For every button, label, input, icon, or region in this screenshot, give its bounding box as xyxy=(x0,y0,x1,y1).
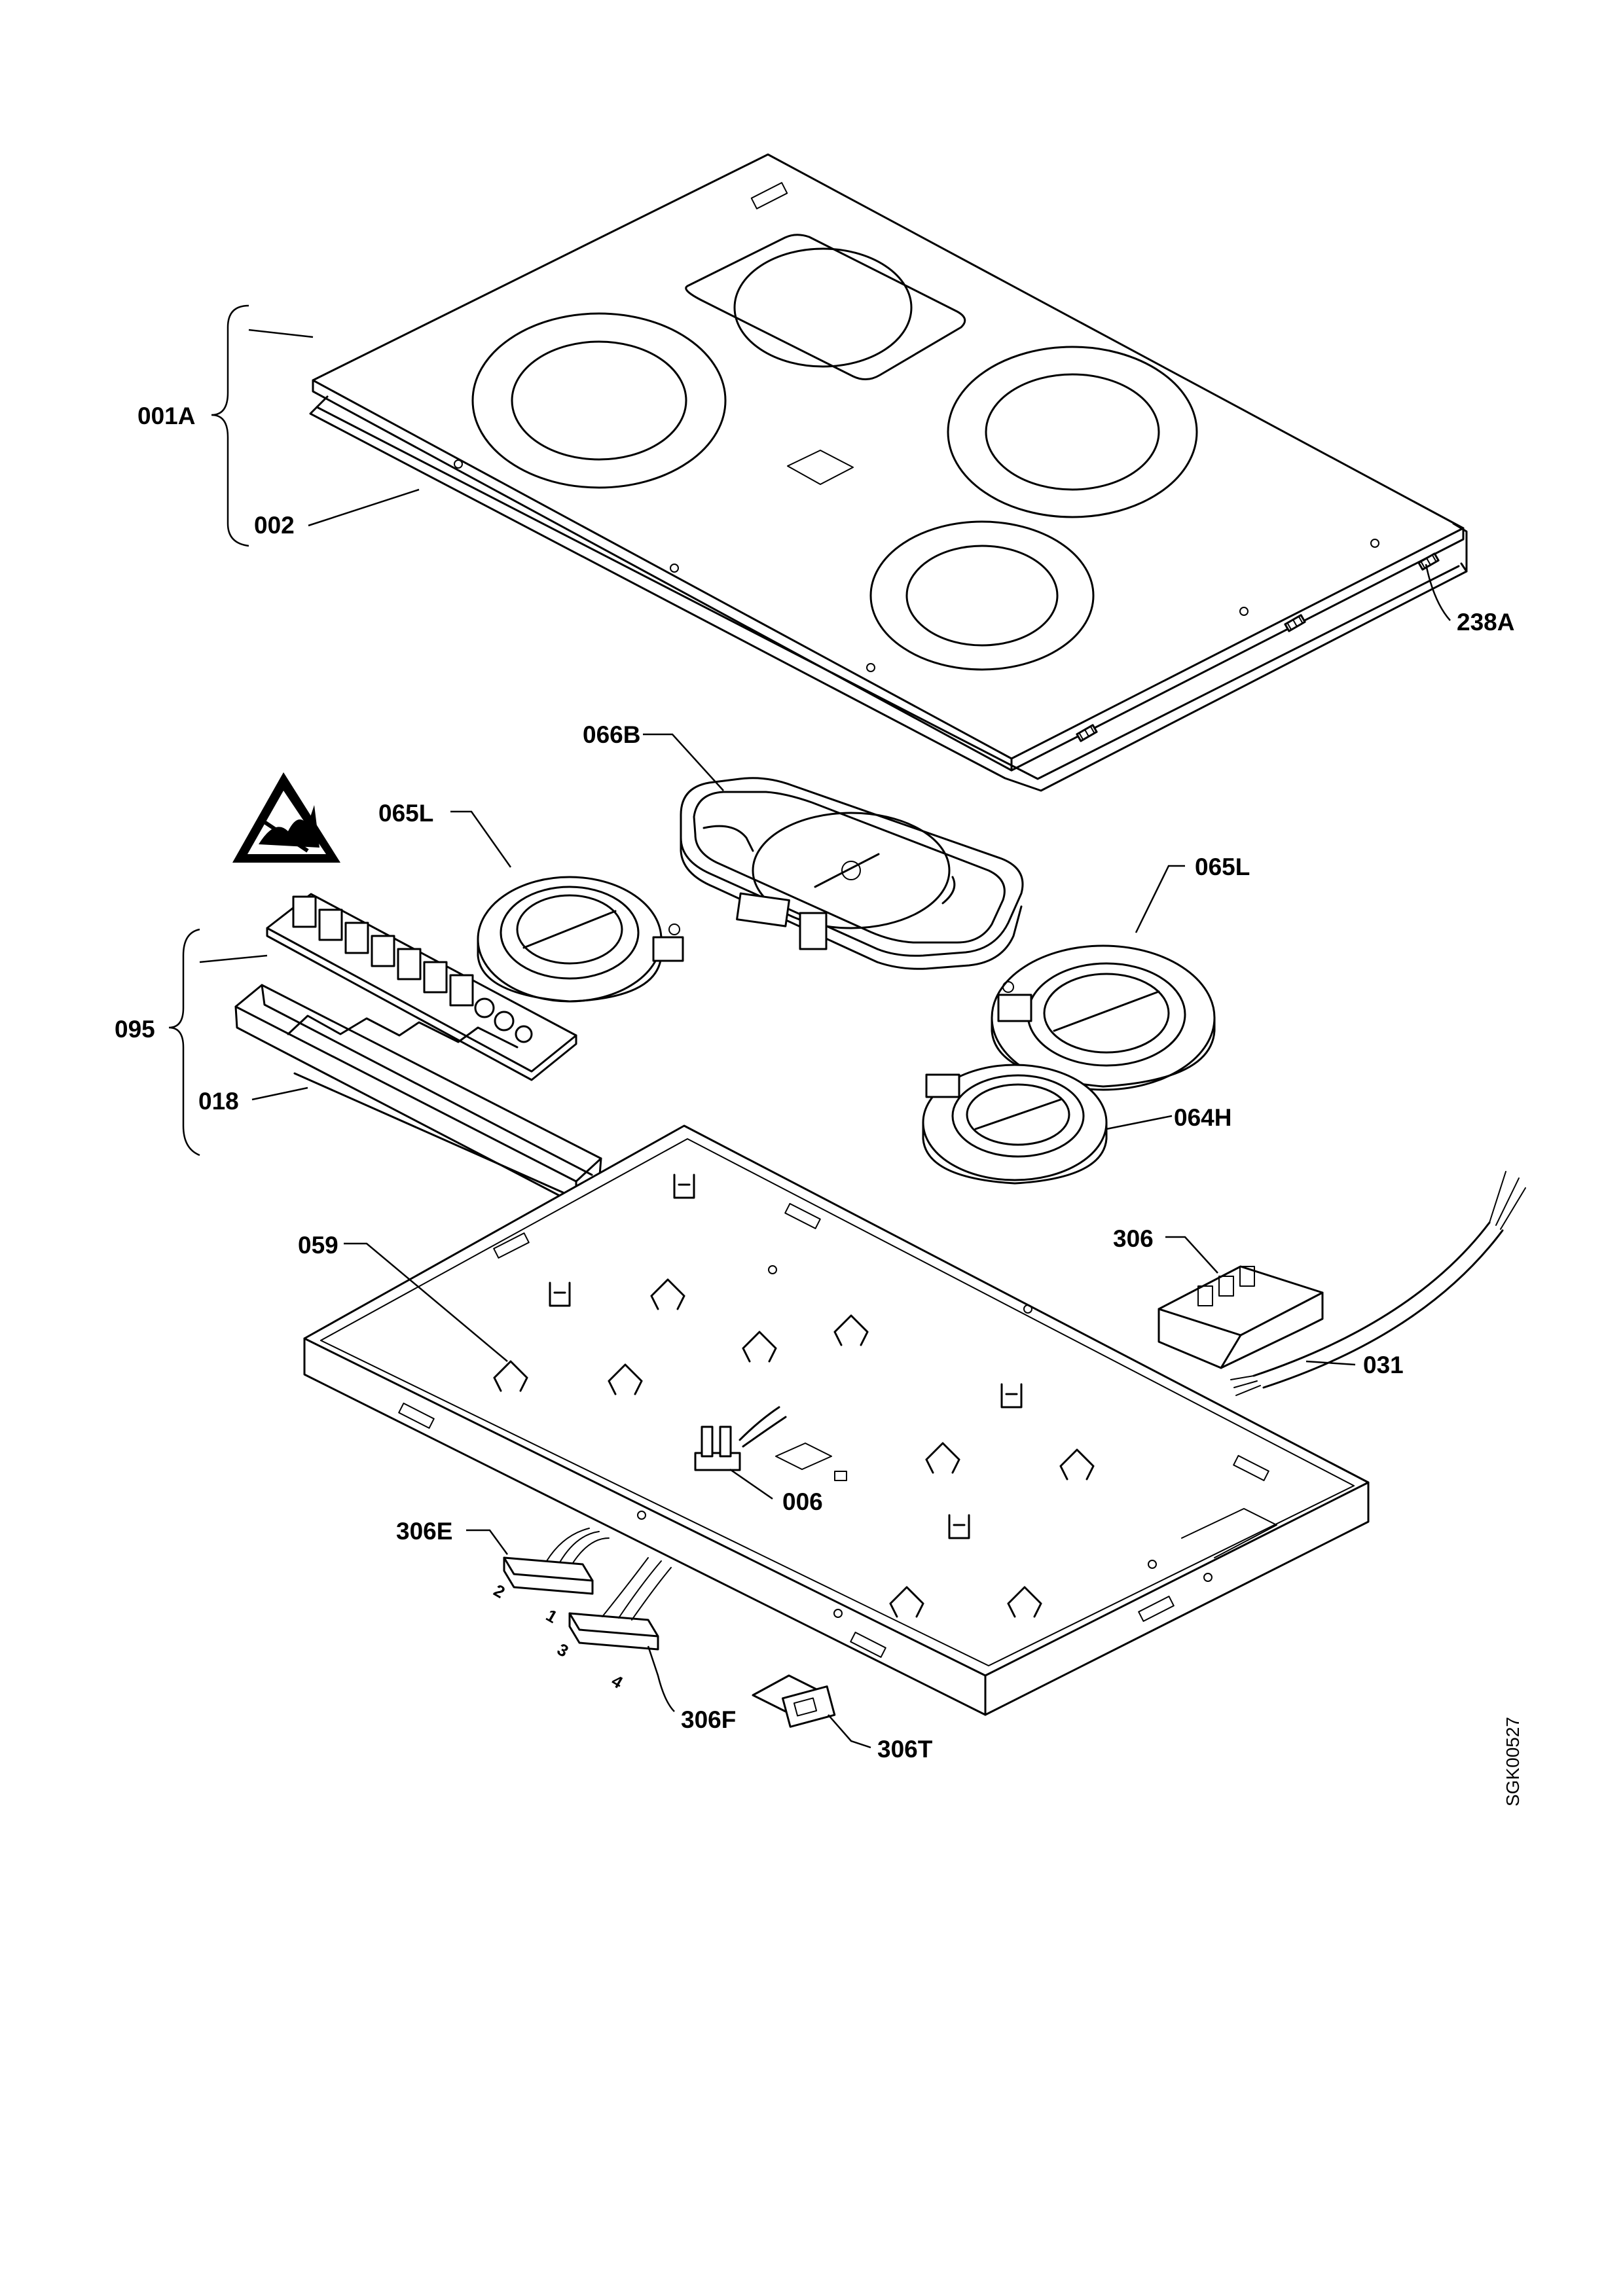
connector-306F xyxy=(568,1557,672,1651)
fuse-holder xyxy=(752,1674,836,1728)
label-002: 002 xyxy=(254,512,295,539)
label-018: 018 xyxy=(198,1088,239,1115)
ceramic-glass-top xyxy=(312,153,1465,772)
label-065L-right: 065L xyxy=(1195,853,1250,880)
circuit-board-housing xyxy=(234,984,602,1206)
label-238A: 238A xyxy=(1457,609,1514,636)
label-006: 006 xyxy=(782,1488,823,1515)
oval-heating-element xyxy=(680,777,1024,970)
gasket-frame xyxy=(309,395,1468,792)
pin-label-2: 2 xyxy=(490,1581,509,1602)
round-heating-element-left xyxy=(477,876,684,1003)
drawing-code: SGK00527 xyxy=(1503,1717,1523,1806)
temperature-sensor xyxy=(694,1406,847,1481)
pin-label-3: 3 xyxy=(554,1640,572,1661)
esd-warning-icon xyxy=(232,772,340,863)
round-heating-element-small xyxy=(922,1064,1108,1185)
label-306: 306 xyxy=(1113,1225,1154,1252)
round-heating-element-right xyxy=(991,944,1216,1091)
label-095: 095 xyxy=(115,1016,155,1043)
element-support-clips xyxy=(493,1174,1095,1618)
base-tray xyxy=(303,1124,1370,1716)
pin-label-4: 4 xyxy=(608,1671,627,1693)
label-059: 059 xyxy=(298,1232,338,1259)
label-306T: 306T xyxy=(877,1736,933,1763)
pin-label-1: 1 xyxy=(543,1605,561,1627)
fixing-screws xyxy=(1076,552,1440,742)
label-065L-left: 065L xyxy=(378,800,433,827)
label-306F: 306F xyxy=(681,1706,736,1733)
connector-306E xyxy=(503,1528,610,1595)
terminal-block xyxy=(1158,1265,1324,1369)
label-031: 031 xyxy=(1363,1352,1404,1378)
power-supply-cable xyxy=(1230,1171,1526,1396)
part-labels: 001A 002 238A 066B 065L 065L 064H 095 01… xyxy=(115,403,1523,1806)
label-306E: 306E xyxy=(396,1518,452,1545)
label-001A: 001A xyxy=(137,403,195,429)
control-circuit-board xyxy=(266,893,577,1081)
label-064H: 064H xyxy=(1174,1104,1231,1131)
label-066B: 066B xyxy=(583,721,640,748)
